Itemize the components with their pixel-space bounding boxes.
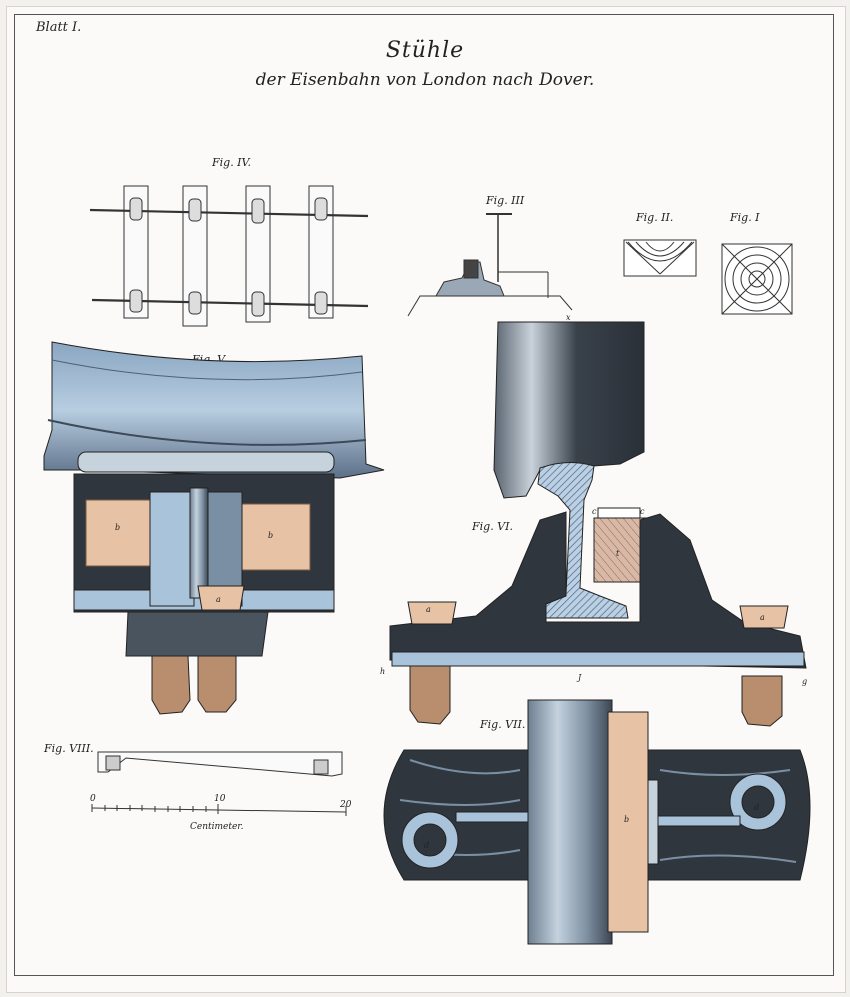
svg-text:J: J bbox=[576, 673, 582, 682]
svg-text:c: c bbox=[640, 507, 645, 516]
scale-unit: Centimeter. bbox=[190, 822, 244, 832]
scale-tick-0: 0 bbox=[90, 794, 96, 804]
svg-text:g: g bbox=[802, 677, 807, 686]
fig5-chair-front: b b a bbox=[43, 341, 385, 715]
fig2-label: Fig. II. bbox=[636, 211, 674, 224]
plate-frame bbox=[14, 14, 834, 976]
fig4-label: Fig. IV. bbox=[212, 156, 252, 169]
scale-bar bbox=[91, 804, 347, 816]
fig8-label: Fig. VIII. bbox=[44, 742, 94, 755]
svg-text:a: a bbox=[760, 613, 765, 622]
svg-text:h: h bbox=[380, 667, 385, 676]
plate-title: Stühle bbox=[385, 38, 465, 63]
fig1-label: Fig. I bbox=[730, 211, 760, 224]
fig1-sleeper-end bbox=[721, 243, 793, 315]
fig3-small-chair bbox=[407, 213, 573, 317]
plate-number: Blatt I. bbox=[36, 20, 82, 35]
svg-text:x: x bbox=[566, 313, 571, 322]
fig6-label: Fig. VI. bbox=[472, 520, 513, 533]
fig7-label: Fig. VII. bbox=[480, 718, 526, 731]
plate-subtitle: der Eisenbahn von London nach Dover. bbox=[255, 70, 595, 90]
svg-text:c: c bbox=[592, 507, 597, 516]
fig7-chair-plan: d d b bbox=[383, 699, 811, 945]
fig8-rail-profile bbox=[97, 751, 343, 777]
fig6-chair-section: a a t c c J h g x bbox=[380, 313, 807, 727]
svg-text:b: b bbox=[268, 531, 273, 540]
svg-text:d: d bbox=[424, 841, 429, 850]
fig4-track-plan bbox=[89, 185, 369, 327]
svg-text:a: a bbox=[216, 595, 221, 604]
svg-text:t: t bbox=[616, 549, 620, 558]
fig2-sleeper-section bbox=[623, 239, 697, 277]
svg-text:d: d bbox=[754, 803, 759, 812]
scale-tick-10: 10 bbox=[214, 794, 226, 804]
svg-text:b: b bbox=[624, 815, 629, 824]
svg-text:a: a bbox=[426, 605, 431, 614]
scale-tick-20: 20 bbox=[340, 800, 352, 810]
svg-text:b: b bbox=[115, 523, 120, 532]
fig3-label: Fig. III bbox=[486, 194, 525, 207]
